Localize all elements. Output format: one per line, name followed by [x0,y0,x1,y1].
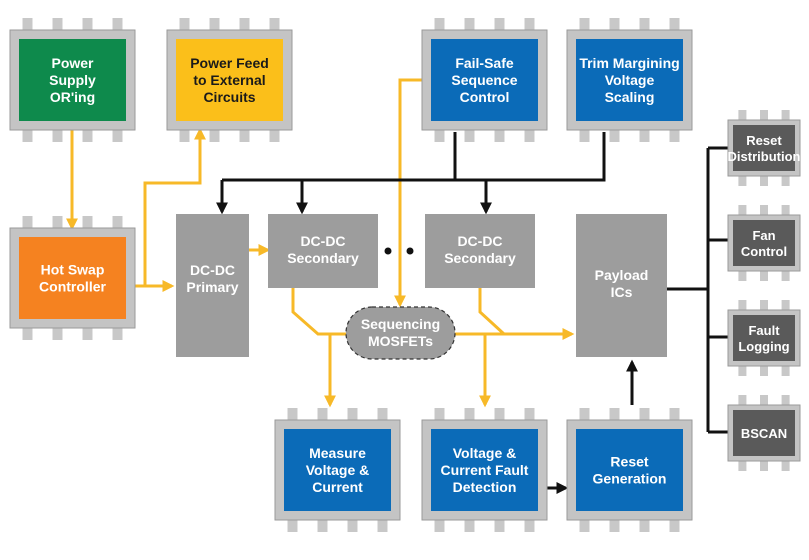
ellipsis-dots-icon [384,247,414,255]
connectors [66,78,728,494]
line-failsafe-to-sequencing [394,78,432,308]
line-hotswap-to-powerfeed [143,127,206,286]
side-chip-bscan-label: BSCAN [741,426,787,441]
side-chip-bscan: BSCAN [727,395,801,471]
line-control-bus-top [222,132,606,182]
line-secondary2-down [478,288,506,336]
